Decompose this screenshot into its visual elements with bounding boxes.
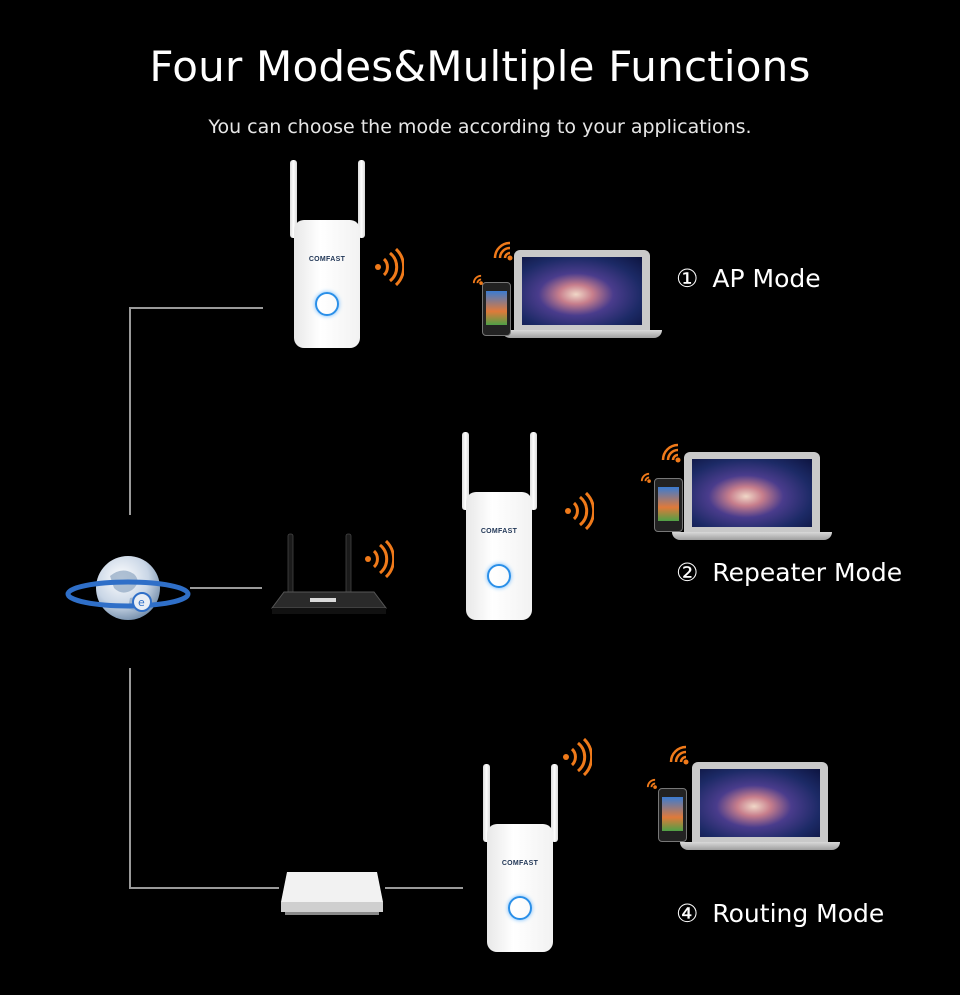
laptop-base: [680, 842, 840, 850]
svg-text:e: e: [138, 596, 145, 609]
switch-icon: [281, 872, 383, 915]
laptop-base: [502, 330, 662, 338]
mode-number: ④: [676, 899, 699, 928]
extender-repeater-mode: COMFAST: [462, 432, 537, 620]
wifi-signal-small-icon: [661, 443, 681, 463]
antenna-left: [483, 764, 490, 842]
mode-label-routing: ④ Routing Mode: [676, 899, 884, 928]
smartphone-repeater-mode: [654, 478, 683, 532]
extender-routing-mode: COMFAST: [483, 764, 558, 952]
mode-number: ①: [676, 264, 699, 293]
antenna-left: [290, 160, 297, 238]
mode-name: Repeater Mode: [712, 558, 903, 587]
page-subtitle: You can choose the mode according to you…: [208, 116, 752, 138]
main-router-icon: [271, 533, 387, 614]
page-title: Four Modes&Multiple Functions: [149, 42, 811, 91]
laptop-base: [672, 532, 832, 540]
wifi-signal-small-icon: [646, 778, 657, 789]
internet-globe-icon: e: [65, 556, 191, 620]
wifi-signal-icon: [375, 248, 404, 286]
brand-label: COMFAST: [501, 860, 539, 867]
extender-ap-mode: COMFAST: [290, 160, 365, 348]
extender-body: COMFAST: [294, 220, 360, 348]
mode-number: ②: [676, 558, 699, 587]
laptop-screen: [514, 250, 650, 330]
smartphone-routing-mode: [658, 788, 687, 842]
wifi-signal-small-icon: [493, 241, 513, 261]
wifi-signal-small-icon: [640, 472, 651, 483]
connector-line-switch-extender: [385, 887, 463, 889]
connector-line-top: [129, 307, 263, 309]
laptop-screen: [684, 452, 820, 532]
mode-label-repeater: ② Repeater Mode: [676, 558, 902, 587]
wifi-signal-icon: [563, 738, 592, 776]
brand-label: COMFAST: [480, 528, 518, 535]
connector-line-vertical-upper: [129, 307, 131, 515]
extender-body: COMFAST: [487, 824, 553, 952]
connector-line-bottom: [129, 887, 279, 889]
extender-body: COMFAST: [466, 492, 532, 620]
antenna-right: [530, 432, 537, 510]
connector-line-globe-router: [190, 587, 262, 589]
antenna-right: [358, 160, 365, 238]
antenna-right: [551, 764, 558, 842]
mode-name: Routing Mode: [712, 899, 885, 928]
power-indicator-icon: [487, 564, 511, 588]
laptop-screen: [692, 762, 828, 842]
mode-label-ap: ① AP Mode: [676, 264, 821, 293]
wifi-signal-small-icon: [472, 274, 483, 285]
mode-name: AP Mode: [712, 264, 821, 293]
wifi-signal-icon: [365, 540, 394, 578]
connector-line-vertical-lower: [129, 668, 131, 888]
power-indicator-icon: [508, 896, 532, 920]
antenna-left: [462, 432, 469, 510]
smartphone-ap-mode: [482, 282, 511, 336]
brand-label: COMFAST: [308, 256, 346, 263]
power-indicator-icon: [315, 292, 339, 316]
wifi-signal-small-icon: [669, 745, 689, 765]
wifi-signal-icon: [565, 492, 594, 530]
